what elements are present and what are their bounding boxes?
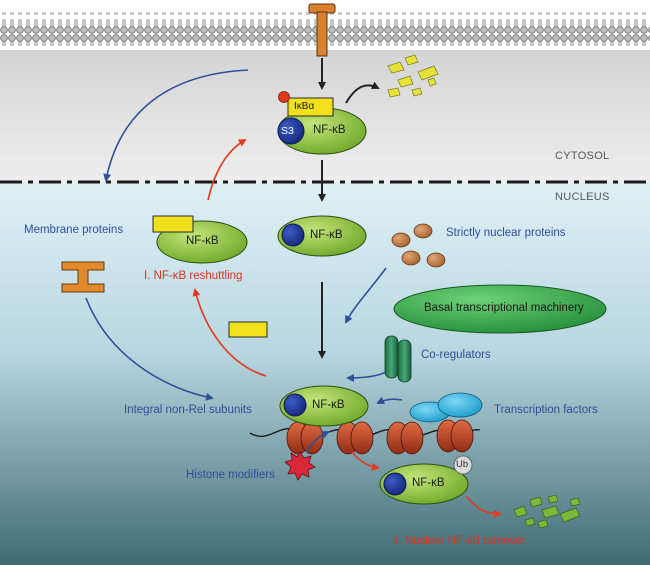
free-ikba-box [228, 321, 268, 338]
basal-machinery-label: Basal transcriptional machinery [424, 302, 584, 314]
arrow-to-degradation [465, 495, 502, 518]
nfkb-fragments [513, 494, 581, 529]
nfkb-reshuttling [152, 215, 248, 264]
arrow-to-membrane-proteins [103, 69, 249, 182]
ubiquitin-tag [453, 455, 473, 475]
co-regulators-label: Co-regulators [421, 349, 491, 361]
nucleosome [336, 421, 374, 455]
nuclear-nfkb [277, 215, 367, 257]
membrane-proteins-label: Membrane proteins [24, 224, 124, 236]
nfkb-label-nuclear: NF-κB [310, 229, 343, 241]
ikba-fragments [387, 54, 439, 98]
basal-transcriptional-machinery [393, 284, 607, 334]
phospho-icon [278, 91, 290, 103]
nfkb-label-turnover: NF-κB [412, 477, 445, 489]
s3-label: S3 [281, 125, 294, 137]
nfkb-label-reshuttle: NF-κB [186, 235, 219, 247]
cytosol-label: CYTOSOL [555, 150, 610, 162]
arrow-strictly-nuclear [345, 267, 387, 324]
histone-modifier-icon [284, 451, 316, 481]
arrow-histone-modifiers [305, 431, 330, 453]
arrow-reshuttle-export [207, 138, 247, 201]
histone-modifiers-label: Histone modifiers [186, 469, 275, 481]
nucleosome [386, 421, 424, 455]
ikba-label: IκBα [294, 101, 315, 112]
arrow-reshuttle-return [192, 288, 267, 377]
membrane-protein-icon [61, 261, 105, 293]
arrow-integral-subunits [85, 297, 214, 401]
co-regulators-icon [384, 335, 412, 383]
nucleosomes [286, 419, 474, 455]
arrow-ikba-degradation [345, 81, 380, 104]
cytosolic-nfkb-complex [277, 91, 367, 155]
reshuttling-label: I. NF-κB reshuttling [144, 270, 243, 282]
membrane-receptor [308, 3, 336, 57]
strictly-nuclear-label: Strictly nuclear proteins [446, 227, 566, 239]
ubiquitinated-nfkb [379, 455, 473, 505]
ikba-box [287, 97, 334, 117]
transcription-factors-label: Transcription factors [494, 404, 598, 416]
nfkb-label-chromatin: NF-κB [312, 399, 345, 411]
integral-non-rel-label: Integral non-Rel subunits [124, 404, 252, 416]
chromatin-bound-nfkb [279, 385, 369, 427]
nucleosome [286, 421, 324, 455]
nucleus-label: NUCLEUS [555, 191, 610, 203]
nucleosome [436, 419, 474, 453]
s3-subunit [277, 117, 305, 145]
nfkb-label-cytosol: NF-κB [313, 124, 346, 136]
strictly-nuclear-proteins-icon [391, 223, 446, 268]
arrow-transcription-factors [376, 396, 403, 404]
turnover-label: II. Nuclear NF-κB turnover [392, 535, 526, 547]
ub-label: Ub [456, 459, 469, 470]
transcription-factors-icon [409, 392, 483, 423]
arrow-co-regulators [346, 371, 387, 382]
arrow-to-turnover [351, 451, 380, 471]
